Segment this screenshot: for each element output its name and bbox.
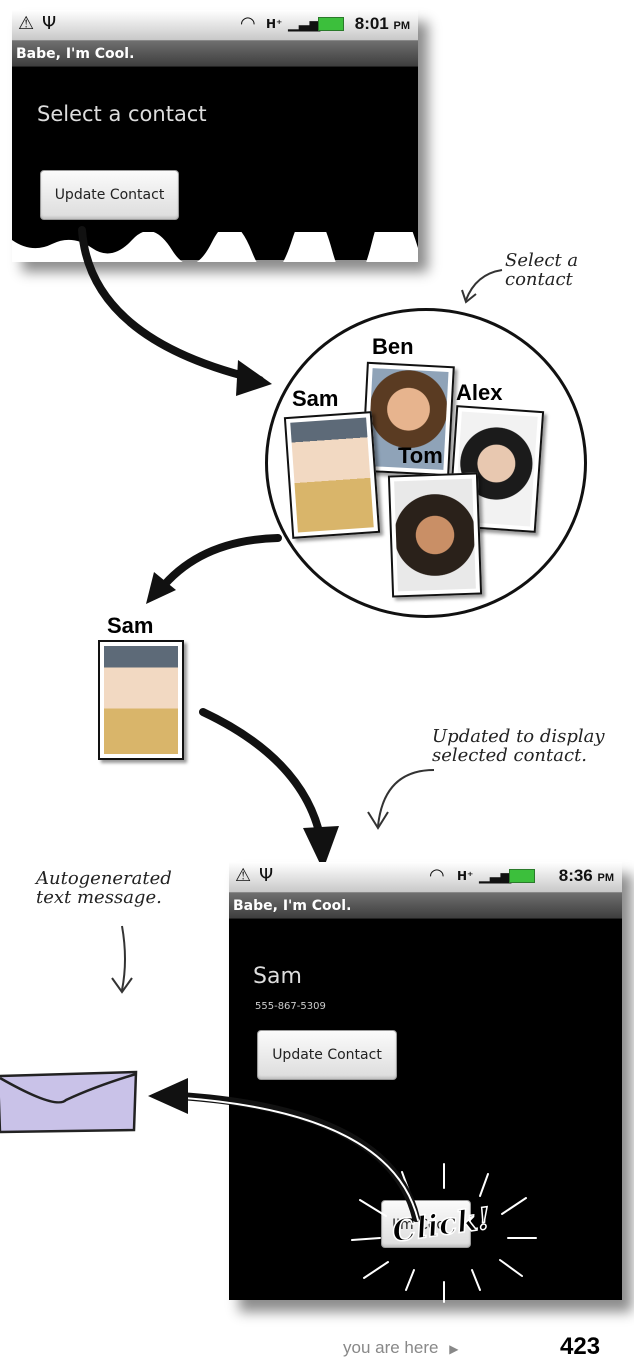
selected-contact-photo <box>98 640 184 760</box>
arrow-to-message <box>148 1078 420 1222</box>
arrow-to-contacts <box>78 226 272 396</box>
footer-text: you are here <box>343 1338 439 1357</box>
selected-contact-name: Sam <box>107 613 154 638</box>
wifi-icon: ◠ <box>240 13 256 34</box>
footer-you-are-here: you are here ▶ <box>343 1338 458 1358</box>
hplus-icon: H⁺ <box>457 869 474 883</box>
annotation-updated: Updated to display selected contact. <box>432 726 605 766</box>
triangle-right-icon: ▶ <box>449 1342 459 1356</box>
click-burst <box>351 1163 537 1303</box>
contact-name-alex: Alex <box>456 380 503 405</box>
contact-photo-tom[interactable] <box>387 472 483 598</box>
annotation-arrow-updated <box>367 769 435 830</box>
annotation-arrow-autogenerated <box>111 925 133 994</box>
select-prompt: Select a contact <box>37 102 207 126</box>
envelope-icon <box>0 1070 138 1134</box>
annotation-autogenerated: Autogenerated text message. <box>36 868 172 908</box>
arrow-to-updated-screen <box>199 708 339 870</box>
phone-screen-top: ⚠ Ψ ◠ H⁺ ▁▃▅ 8:01 PM Babe, I'm Cool. Sel… <box>12 10 418 262</box>
update-contact-button[interactable]: Update Contact <box>40 170 179 220</box>
status-time: 8:01 PM <box>354 14 410 33</box>
im-cool-button[interactable]: I'm Coo <box>381 1200 471 1248</box>
usb-icon: Ψ <box>259 865 274 886</box>
status-time: 8:36 PM <box>558 866 614 885</box>
contact-name-ben: Ben <box>372 334 414 359</box>
page-number: 423 <box>560 1333 601 1360</box>
annotation-select-contact: Select a contact <box>505 250 579 290</box>
alert-icon: ⚠ <box>18 13 35 34</box>
signal-icon: ▁▃▅ <box>479 868 512 884</box>
contact-name-tom: Tom <box>398 443 443 468</box>
status-bar: ⚠ Ψ ◠ H⁺ ▁▃▅ 8:36 PM <box>229 862 622 893</box>
contact-phone: 555-867-5309 <box>255 1001 326 1012</box>
annotation-arrow-small <box>461 269 503 304</box>
update-contact-button[interactable]: Update Contact <box>257 1030 397 1080</box>
alert-icon: ⚠ <box>235 865 252 886</box>
signal-icon: ▁▃▅ <box>288 16 321 32</box>
usb-icon: Ψ <box>42 13 57 34</box>
wifi-icon: ◠ <box>429 865 445 886</box>
app-title: Babe, I'm Cool. <box>12 41 418 67</box>
phone-screen-bottom: ⚠ Ψ ◠ H⁺ ▁▃▅ 8:36 PM Babe, I'm Cool. Sam… <box>229 862 622 1300</box>
torn-edge <box>12 232 418 262</box>
battery-icon <box>509 869 535 883</box>
contact-name-sam: Sam <box>292 386 339 411</box>
battery-icon <box>318 17 344 31</box>
app-title: Babe, I'm Cool. <box>229 893 622 919</box>
contact-name: Sam <box>253 964 302 989</box>
hplus-icon: H⁺ <box>266 17 283 31</box>
status-bar: ⚠ Ψ ◠ H⁺ ▁▃▅ 8:01 PM <box>12 10 418 41</box>
contact-photo-sam[interactable] <box>283 411 381 539</box>
arrow-to-selected <box>146 534 282 604</box>
